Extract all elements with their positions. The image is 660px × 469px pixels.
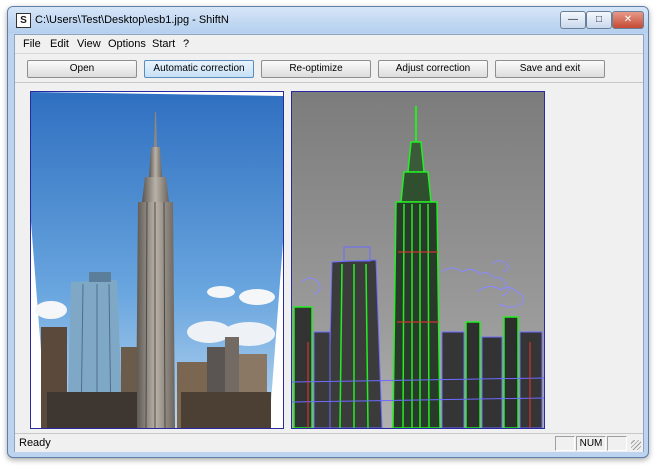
adjust-correction-button[interactable]: Adjust correction bbox=[378, 60, 488, 78]
maximize-icon: □ bbox=[595, 14, 603, 25]
menu-start[interactable]: Start bbox=[152, 38, 176, 50]
menu-options[interactable]: Options bbox=[108, 38, 146, 50]
menu-edit[interactable]: Edit bbox=[50, 38, 69, 50]
minimize-button[interactable]: — bbox=[560, 11, 586, 29]
title-bar[interactable]: S C:\Users\Test\Desktop\esb1.jpg - Shift… bbox=[8, 7, 648, 33]
automatic-correction-button[interactable]: Automatic correction bbox=[144, 60, 254, 78]
open-button[interactable]: Open bbox=[27, 60, 137, 78]
app-window: S C:\Users\Test\Desktop\esb1.jpg - Shift… bbox=[7, 6, 649, 458]
corrected-image bbox=[31, 92, 283, 428]
window-title: C:\Users\Test\Desktop\esb1.jpg - ShiftN bbox=[35, 14, 229, 26]
num-lock-indicator: NUM bbox=[576, 436, 606, 451]
menu-file[interactable]: File bbox=[23, 38, 41, 50]
menu-view[interactable]: View bbox=[77, 38, 101, 50]
edge-detection-image bbox=[292, 92, 544, 428]
resize-grip[interactable] bbox=[631, 440, 641, 450]
status-text: Ready bbox=[19, 437, 51, 449]
corrected-image-panel bbox=[30, 91, 284, 429]
close-button[interactable]: ✕ bbox=[612, 11, 644, 29]
edge-detection-panel bbox=[291, 91, 545, 429]
reoptimize-button[interactable]: Re-optimize bbox=[261, 60, 371, 78]
maximize-button[interactable]: □ bbox=[586, 11, 612, 29]
menu-help[interactable]: ? bbox=[183, 38, 190, 50]
status-indicator-empty bbox=[555, 436, 575, 451]
menu-bar: File Edit View Options Start ? bbox=[15, 35, 643, 53]
status-bar: Ready NUM bbox=[15, 433, 643, 452]
status-indicator-empty-2 bbox=[607, 436, 627, 451]
close-icon: ✕ bbox=[623, 14, 633, 25]
client-area: File Edit View Options Start ? Open Auto… bbox=[14, 34, 644, 452]
save-and-exit-button[interactable]: Save and exit bbox=[495, 60, 605, 78]
minimize-icon: — bbox=[568, 14, 578, 25]
toolbar: Open Automatic correction Re-optimize Ad… bbox=[15, 53, 643, 83]
app-icon: S bbox=[16, 13, 31, 28]
